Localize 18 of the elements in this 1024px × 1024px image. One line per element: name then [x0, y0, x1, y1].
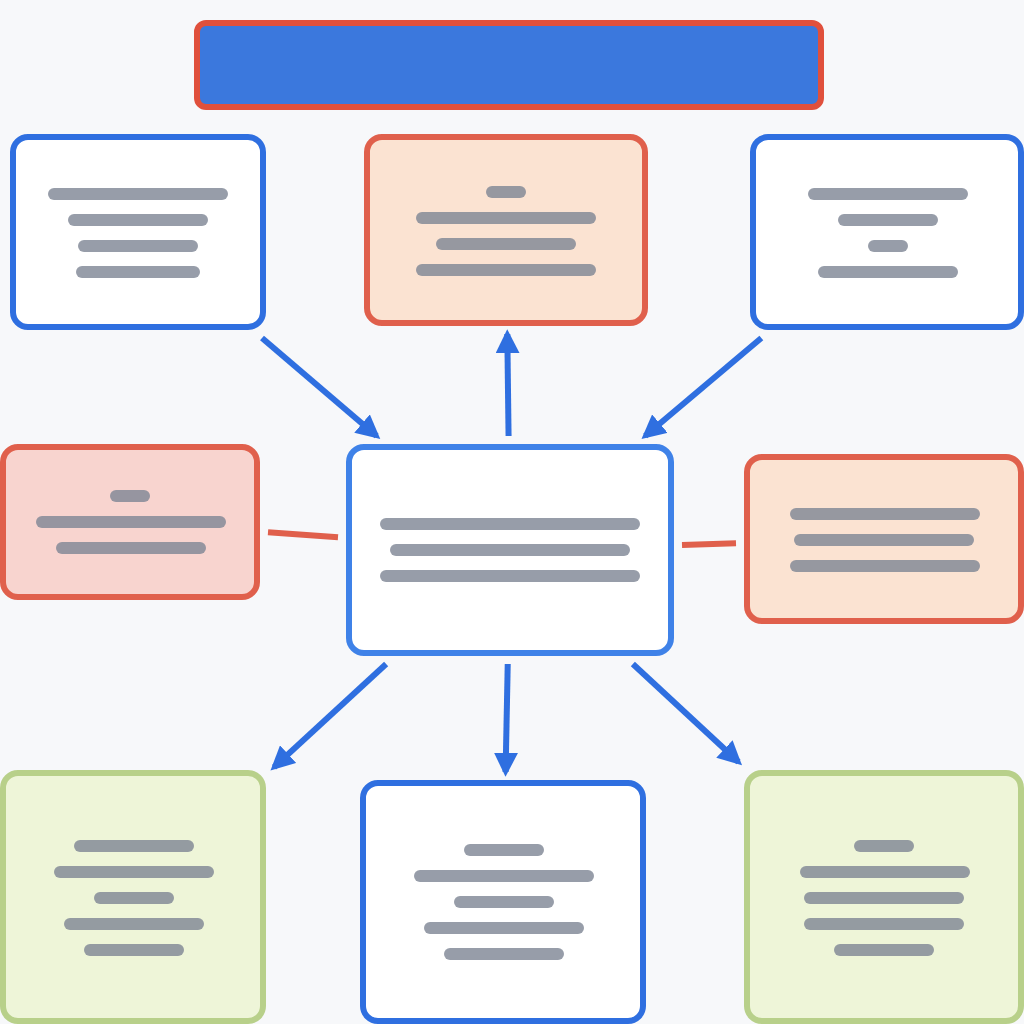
arrow [630, 661, 742, 766]
title-banner [194, 20, 824, 110]
box-with-illegible-text [364, 134, 648, 326]
box-with-illegible-text [0, 444, 260, 600]
box-with-illegible-text [744, 770, 1024, 1024]
box-with-illegible-text [360, 780, 646, 1024]
arrow [495, 329, 520, 437]
arrow [641, 335, 764, 440]
box-with-illegible-text [750, 134, 1024, 330]
box-with-illegible-text [346, 444, 674, 656]
connector-line [681, 540, 737, 548]
arrow [260, 335, 381, 440]
arrow [270, 661, 389, 771]
arrow [493, 663, 518, 777]
box-with-illegible-text [10, 134, 266, 330]
box-with-illegible-text [744, 454, 1024, 624]
connector-line [267, 529, 339, 541]
box-with-illegible-text [0, 770, 266, 1024]
